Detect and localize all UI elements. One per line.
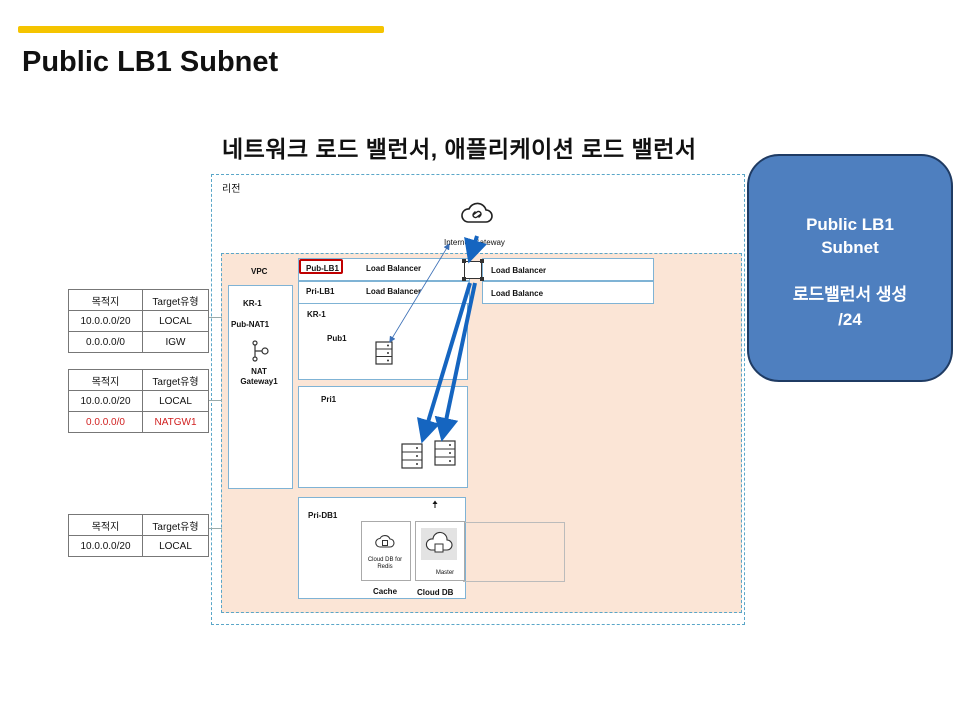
pub-nat-zone: KR-1: [243, 299, 262, 308]
route-table-connector: [208, 528, 222, 529]
accent-bar: [18, 26, 384, 33]
callout-line: Public LB1: [806, 215, 894, 234]
server-icon: [401, 443, 423, 474]
master-label: Master: [435, 570, 455, 576]
region-label: 리전: [222, 184, 241, 195]
cache-box: [361, 521, 411, 581]
diagram-heading: 네트워크 로드 밸런서, 애플리케이션 로드 밸런서: [222, 136, 697, 162]
pub1-label: Pub1: [327, 334, 347, 343]
server-icon: [434, 440, 456, 471]
lb-left-label: Load Balancer: [366, 264, 422, 273]
gateway-arrow: [464, 235, 488, 264]
route-cell: 10.0.0.0/20: [68, 310, 143, 332]
route-cell: 0.0.0.0/0: [68, 411, 143, 433]
route-cell: LOCAL: [142, 310, 209, 332]
lb-right-label: Load Balancer: [491, 266, 547, 275]
route-cell: 10.0.0.0/20: [68, 390, 143, 412]
cache-label: Cache: [373, 587, 398, 596]
subnet-callout: Public LB1 Subnet 로드밸런서 생성 /24: [747, 154, 953, 382]
redis-label: Cloud DB for Redis: [367, 557, 403, 570]
route-table-connector: [208, 317, 222, 318]
route-cell: LOCAL: [142, 390, 209, 412]
cloud-icon: [460, 198, 494, 228]
callout-line: Subnet: [821, 238, 879, 257]
server-icon: [375, 341, 393, 370]
route-table-header: Target유형: [142, 289, 209, 311]
route-table-header: Target유형: [142, 369, 209, 391]
server-to-gateway-line: [441, 243, 450, 257]
lb-to-server-arrow: [434, 282, 477, 442]
route-table-header: Target유형: [142, 514, 209, 536]
lb-to-server-arrow: [416, 282, 472, 444]
page-title: Public LB1 Subnet: [22, 46, 279, 78]
route-cell: 0.0.0.0/0: [68, 331, 143, 353]
pub-lb1-highlight: [299, 259, 343, 274]
nat-gateway-icon: [250, 340, 272, 367]
route-table-header: 목적지: [68, 514, 143, 536]
callout-line: 로드밸런서 생성: [792, 285, 908, 304]
lb-row-right-1: [482, 258, 654, 281]
db-master-icon: [421, 528, 457, 560]
server-to-gateway-line: [389, 255, 443, 343]
lb-subnet-label: Pub-LB1: [306, 264, 339, 273]
vpc-label: VPC: [251, 267, 268, 276]
route-table-connector: [208, 400, 222, 401]
route-cell: IGW: [142, 331, 209, 353]
route-cell: NATGW1: [142, 411, 209, 433]
lb-row-right-2: [482, 281, 654, 304]
lb-left-label: Load Balancer: [366, 287, 422, 296]
zone-label: KR-1: [307, 310, 326, 319]
pub-nat-name: Pub-NAT1: [231, 320, 270, 329]
lb-subnet-label: Pri-LB1: [306, 287, 335, 296]
small-up-arrow: [432, 500, 438, 504]
route-cell: 10.0.0.0/20: [68, 535, 143, 557]
pub-nat-subnet: [228, 285, 293, 489]
route-table-header: 목적지: [68, 289, 143, 311]
nat-gateway-label: NAT Gateway1: [240, 367, 278, 386]
lb-right-label: Load Balance: [491, 289, 544, 298]
redis-chip-icon: [375, 532, 395, 557]
pri1-label: Pri1: [321, 395, 337, 404]
route-cell: LOCAL: [142, 535, 209, 557]
pri-db-label: Pri-DB1: [308, 511, 338, 520]
route-table-header: 목적지: [68, 369, 143, 391]
cloud-db-label: Cloud DB: [417, 588, 454, 597]
callout-line: /24: [838, 310, 862, 329]
